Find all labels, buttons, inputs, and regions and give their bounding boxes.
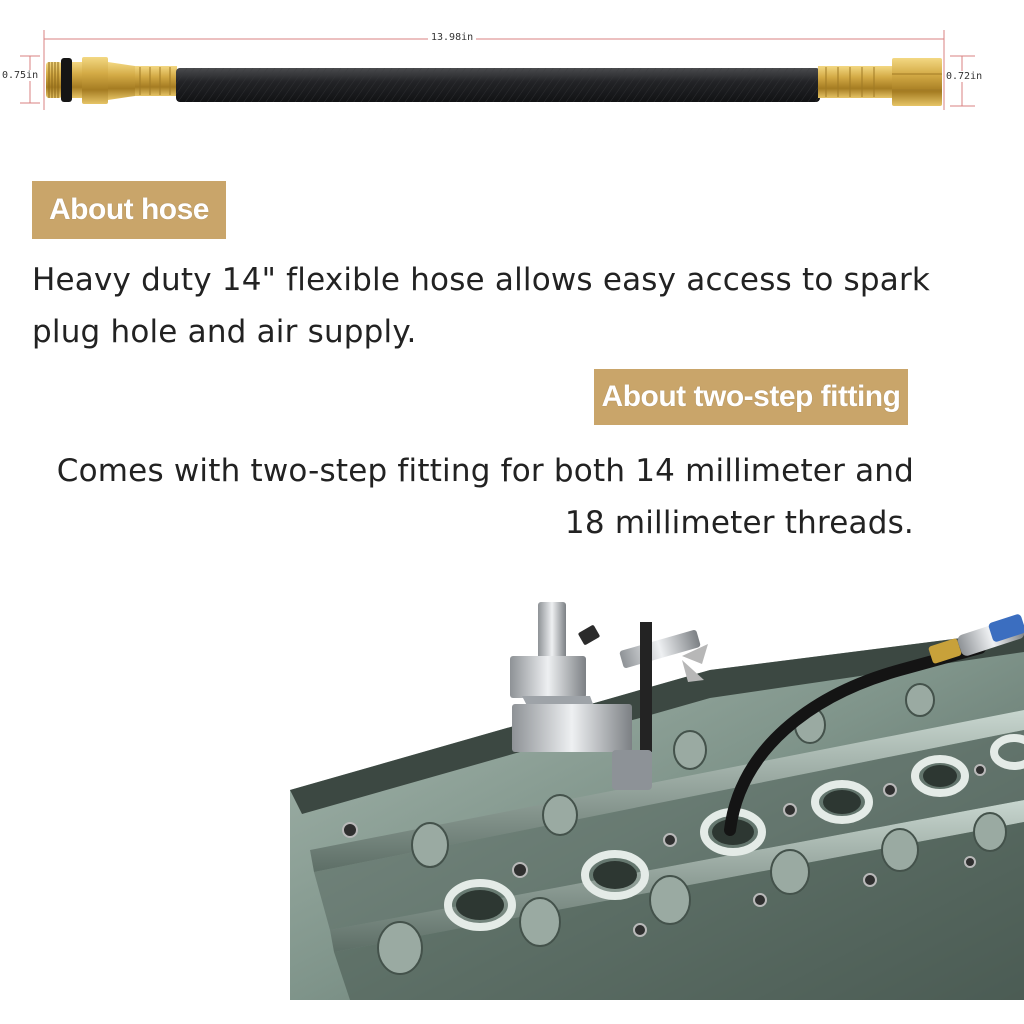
about-hose-badge: About hose xyxy=(32,181,226,239)
valve-spring-tool xyxy=(510,602,708,790)
left-diameter-label: 0.75in xyxy=(2,70,39,81)
hose-length-label: 13.98in xyxy=(428,32,477,43)
hose-drawing xyxy=(20,30,975,110)
about-fitting-badge: About two-step fitting xyxy=(594,369,908,425)
engine-head-photo xyxy=(290,600,1024,1000)
hose-dimension-figure: 13.98in 0.75in 0.72in xyxy=(0,0,1024,130)
engine-illustration xyxy=(290,602,1024,1000)
left-threaded-fitting xyxy=(46,57,177,104)
about-fitting-text: Comes with two-step fitting for both 14 … xyxy=(56,453,914,541)
about-hose-text: Heavy duty 14" flexible hose allows easy… xyxy=(32,262,931,350)
right-diameter-label: 0.72in xyxy=(946,71,983,82)
right-female-fitting xyxy=(818,58,942,106)
